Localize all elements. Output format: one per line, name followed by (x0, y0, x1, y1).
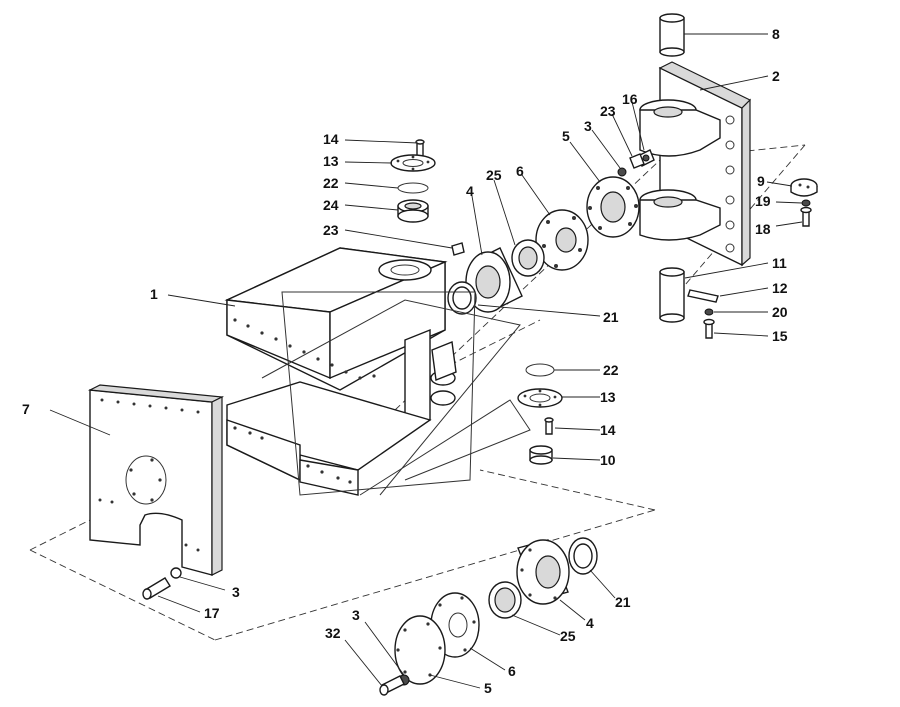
part-11-pin (659, 262, 769, 323)
callout-7: 7 (22, 401, 30, 417)
part-14-bolt-upper (415, 139, 425, 157)
callout-21-lower: 21 (615, 594, 631, 610)
part-17-bolt (142, 577, 201, 613)
part-20-washer (704, 308, 768, 316)
callout-4-lower: 4 (586, 615, 594, 631)
part-9-cap (790, 178, 818, 197)
part-13-cover-upper (390, 154, 436, 172)
callout-6-lower: 6 (508, 663, 516, 679)
callout-12: 12 (772, 280, 788, 296)
callout-14-lower: 14 (600, 422, 616, 438)
callout-23: 23 (600, 103, 616, 119)
part-12-lock-plate (687, 287, 769, 303)
callout-5-lower: 5 (484, 680, 492, 696)
callout-13: 13 (323, 153, 339, 169)
part-1-main-frame (167, 247, 531, 496)
part-5-flange-upper (586, 176, 640, 238)
callout-19: 19 (755, 193, 771, 209)
part-32-bolt (344, 639, 405, 696)
part-22-oring-upper (397, 182, 429, 194)
part-21-seal-lower (568, 537, 616, 599)
callout-18: 18 (755, 221, 771, 237)
part-5-flange-lower (394, 615, 481, 689)
part-23-bolt-left (451, 242, 465, 256)
callout-6: 6 (516, 163, 524, 179)
callout-13-lower: 13 (600, 389, 616, 405)
part-15-bolt (703, 318, 769, 339)
leader-lines (344, 101, 803, 317)
part-6-flange-upper (535, 209, 589, 271)
callout-24: 24 (323, 197, 339, 213)
callout-1: 1 (150, 286, 158, 302)
callout-22: 22 (323, 175, 339, 191)
callout-9: 9 (757, 173, 765, 189)
part-21-seal-upper (447, 281, 477, 315)
part-25-bearing-upper (511, 239, 545, 277)
part-8-pin (659, 13, 768, 57)
part-2-hinge-bracket (639, 61, 769, 267)
callout-3: 3 (584, 118, 592, 134)
callout-8: 8 (772, 26, 780, 42)
part-24-bushing (397, 199, 429, 223)
part-18-bolt (800, 206, 812, 227)
callout-25-lower: 25 (560, 628, 576, 644)
callout-32: 32 (325, 625, 341, 641)
part-4-housing-upper (465, 247, 523, 313)
callout-25: 25 (486, 167, 502, 183)
callout-5: 5 (562, 128, 570, 144)
callout-16: 16 (622, 91, 638, 107)
part-23-bolt-upper (629, 153, 645, 169)
part-7-side-plate (49, 384, 225, 576)
part-19-washer (801, 199, 811, 207)
part-22-oring-lower (525, 363, 600, 377)
callout-10: 10 (600, 452, 616, 468)
callout-4: 4 (466, 183, 474, 199)
callout-15: 15 (772, 328, 788, 344)
part-14-bolt-lower (544, 417, 601, 435)
callout-23-left: 23 (323, 222, 339, 238)
callout-3-lower: 3 (352, 607, 360, 623)
part-25-bearing-lower (488, 581, 561, 636)
callout-14: 14 (323, 131, 339, 147)
callout-11: 11 (772, 255, 787, 271)
callout-22-lower: 22 (603, 362, 619, 378)
callout-labels: 8 2 16 23 3 5 14 13 22 24 23 4 25 6 9 19… (22, 26, 788, 696)
part-10-bushing (529, 445, 601, 465)
part-13-cover-lower (517, 388, 600, 408)
part-3-washer-upper (617, 167, 627, 177)
part-3-washer-left (170, 567, 226, 591)
callout-21: 21 (603, 309, 619, 325)
callout-2: 2 (772, 68, 780, 84)
callout-20: 20 (772, 304, 788, 320)
part-4-housing-lower (516, 539, 586, 621)
callout-3-left: 3 (232, 584, 240, 600)
callout-17: 17 (204, 605, 220, 621)
